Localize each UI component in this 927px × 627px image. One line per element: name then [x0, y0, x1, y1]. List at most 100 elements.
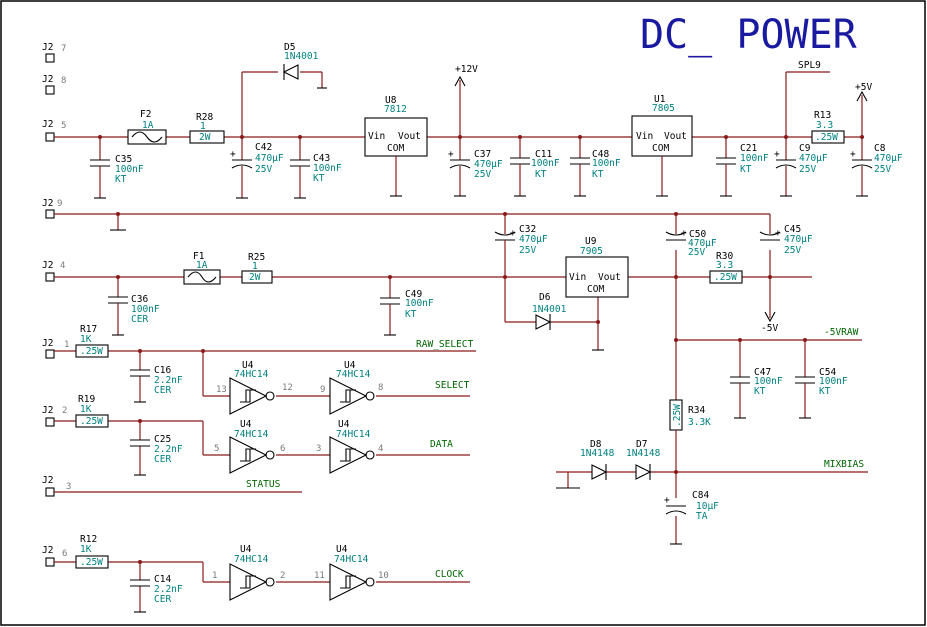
- capacitor-c8[interactable]: + C8 470µF 25V: [850, 137, 903, 197]
- schmitt-inverter-u4-13[interactable]: U4 74HC14 13 12: [216, 360, 293, 415]
- svg-text:100nF: 100nF: [531, 158, 560, 169]
- net-label-status: STATUS: [246, 479, 281, 490]
- capacitor-c21[interactable]: C21 100nF KT: [716, 137, 769, 197]
- svg-text:U4: U4: [338, 419, 350, 430]
- svg-text:1: 1: [252, 261, 258, 272]
- svg-text:C84: C84: [692, 490, 709, 501]
- connector-j2-9[interactable]: J2 9: [42, 198, 62, 219]
- svg-text:C50: C50: [689, 229, 706, 240]
- regulator-u1[interactable]: Vin Vout COM U1 7805: [631, 94, 693, 197]
- svg-text:100nF: 100nF: [313, 163, 342, 174]
- resistor-r28[interactable]: R28 1 2W: [189, 112, 225, 144]
- svg-text:7905: 7905: [580, 246, 603, 257]
- svg-text:KT: KT: [819, 386, 831, 397]
- svg-text:25V: 25V: [874, 164, 891, 175]
- diode-d6[interactable]: D6 1N4001: [532, 292, 567, 330]
- fuse-f2[interactable]: F2 1A: [127, 109, 167, 145]
- svg-text:100nF: 100nF: [115, 164, 144, 175]
- resistor-r34[interactable]: .25W R34 3.3K: [669, 399, 711, 431]
- diode-d7[interactable]: D7 1N4148: [626, 439, 661, 480]
- svg-text:4: 4: [60, 261, 65, 271]
- capacitor-c45[interactable]: + C45 470µF 25V: [759, 224, 813, 256]
- svg-text:10: 10: [378, 571, 389, 581]
- capacitor-c14[interactable]: C14 2.2nF CER: [130, 574, 183, 605]
- svg-text:6: 6: [280, 444, 285, 454]
- svg-text:1K: 1K: [80, 544, 92, 555]
- diode-d5[interactable]: D5 1N4001: [282, 42, 319, 80]
- capacitor-c16[interactable]: C16 2.2nF CER: [130, 365, 183, 396]
- svg-text:470µF: 470µF: [519, 234, 548, 245]
- resistor-r25[interactable]: R25 1 2W: [241, 252, 273, 284]
- diode-d8[interactable]: D8 1N4148: [580, 439, 615, 480]
- schmitt-inverter-u4-1[interactable]: U4 74HC14 1 2: [212, 544, 285, 601]
- svg-text:C35: C35: [115, 154, 132, 165]
- resistor-r17[interactable]: R17 1K .25W: [75, 324, 109, 358]
- svg-text:COM: COM: [652, 143, 669, 154]
- schmitt-inverter-u4-11[interactable]: U4 74HC14 11 10: [314, 544, 389, 601]
- svg-text:D5: D5: [284, 42, 295, 53]
- svg-text:CER: CER: [154, 385, 171, 396]
- capacitor-c37[interactable]: + C37 470µF 25V: [448, 137, 503, 197]
- capacitor-c35[interactable]: C35 100nF KT: [90, 137, 144, 199]
- svg-text:C16: C16: [154, 365, 171, 376]
- svg-text:R30: R30: [716, 251, 733, 262]
- svg-text:+: +: [664, 495, 670, 506]
- schmitt-inverter-u4-5[interactable]: U4 74HC14 5 6: [214, 419, 285, 474]
- schmitt-inverter-u4-9[interactable]: U4 74HC14 9 8: [320, 360, 383, 415]
- resistor-r19[interactable]: R19 1K .25W: [75, 394, 109, 428]
- capacitor-c11[interactable]: C11 100nF KT: [510, 137, 560, 197]
- capacitor-c50[interactable]: + C50 470µF 25V: [665, 228, 717, 258]
- svg-text:R34: R34: [688, 405, 705, 416]
- svg-text:U9: U9: [585, 236, 597, 247]
- svg-text:.25W: .25W: [815, 132, 838, 143]
- svg-text:Vout: Vout: [598, 272, 621, 283]
- resistor-r12[interactable]: R12 1K .25W: [75, 534, 109, 569]
- capacitor-c54[interactable]: C54 100nF KT: [795, 340, 848, 419]
- capacitor-c25[interactable]: C25 2.2nF CER: [130, 434, 183, 465]
- wires-clock: [54, 561, 470, 613]
- svg-text:74HC14: 74HC14: [334, 554, 369, 565]
- svg-text:25V: 25V: [474, 169, 491, 180]
- connector-j2-2[interactable]: J2 2: [42, 405, 67, 427]
- resistor-r30[interactable]: R30 3.3 .25W: [709, 251, 743, 284]
- capacitor-c42[interactable]: + C42 470µF 25V: [230, 137, 284, 199]
- schmitt-inverter-u4-3[interactable]: U4 74HC14 3 4: [316, 419, 383, 474]
- capacitor-c36[interactable]: C36 100nF CER: [108, 277, 160, 336]
- connector-j2-7[interactable]: J2 7: [42, 42, 66, 63]
- regulator-u8[interactable]: Vin Vout COM U8 7812: [364, 95, 428, 197]
- fuse-f1[interactable]: F1 1A: [183, 251, 221, 285]
- svg-text:+: +: [448, 149, 454, 160]
- connector-j2-3[interactable]: J2 3: [42, 475, 71, 497]
- capacitor-c49[interactable]: C49 100nF KT: [380, 277, 434, 336]
- svg-text:COM: COM: [587, 284, 604, 295]
- capacitor-c84[interactable]: + C84 10µF TA: [664, 490, 719, 522]
- svg-text:C48: C48: [592, 149, 609, 160]
- svg-text:+: +: [681, 228, 687, 239]
- connector-j2-6[interactable]: J2 6: [42, 545, 67, 567]
- svg-text:8: 8: [378, 383, 383, 393]
- capacitor-c32[interactable]: + C32 470µF 25V: [494, 224, 548, 256]
- connector-j2-4[interactable]: J2 4: [42, 260, 65, 282]
- capacitor-c48[interactable]: C48 100nF KT: [570, 137, 621, 197]
- svg-text:F2: F2: [140, 109, 151, 120]
- svg-text:11: 11: [314, 571, 325, 581]
- svg-text:.25W: .25W: [80, 557, 103, 568]
- capacitor-c43[interactable]: C43 100nF KT: [290, 137, 342, 199]
- capacitor-c47[interactable]: C47 100nF KT: [730, 340, 783, 419]
- svg-text:D7: D7: [636, 439, 647, 450]
- capacitor-c9[interactable]: + C9 470µF 25V: [774, 137, 828, 197]
- connector-j2-5[interactable]: J2 5: [42, 119, 66, 142]
- svg-text:2W: 2W: [249, 272, 261, 283]
- regulator-u9[interactable]: Vin Vout COM U9 7905: [565, 236, 629, 298]
- svg-text:1N4001: 1N4001: [284, 51, 319, 62]
- resistor-r13[interactable]: R13 3.3 .25W: [811, 110, 845, 144]
- svg-text:7812: 7812: [384, 104, 407, 115]
- svg-text:2.2nF: 2.2nF: [154, 375, 183, 386]
- connector-j2-8[interactable]: J2 8: [42, 74, 66, 95]
- svg-text:U4: U4: [240, 419, 252, 430]
- connector-j2-1[interactable]: J2 1: [42, 338, 69, 359]
- svg-text:C25: C25: [154, 434, 171, 445]
- svg-text:KT: KT: [740, 164, 752, 175]
- svg-text:6: 6: [62, 549, 67, 559]
